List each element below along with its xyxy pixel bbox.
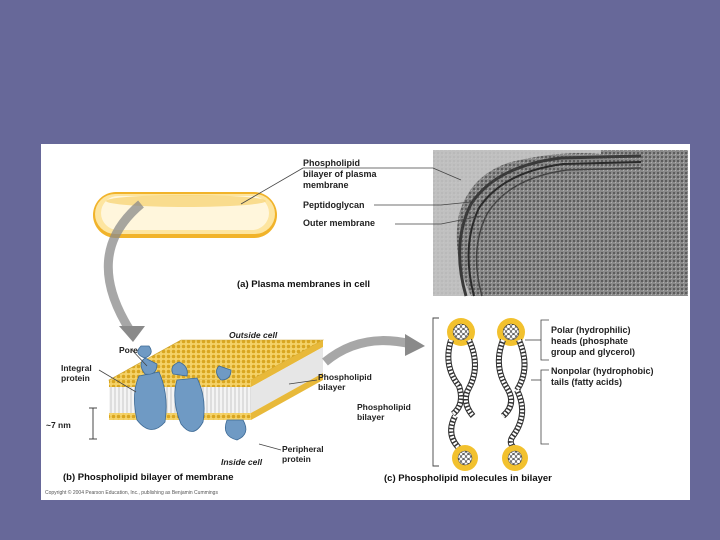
label-peptidoglycan: Peptidoglycan: [303, 200, 365, 210]
thickness-bracket: [89, 407, 97, 440]
label-phospholipid-bilayer-c: Phospholipid bilayer: [357, 402, 413, 422]
leader-lines-c: [525, 319, 549, 445]
caption-b: (b) Phospholipid bilayer of membrane: [63, 472, 234, 483]
proteins: [134, 345, 247, 441]
label-pore: Pore: [119, 345, 138, 355]
leader-lines-a: [240, 167, 482, 225]
label-peripheral-protein: Peripheral protein: [282, 444, 326, 464]
label-phospholipid-bilayer-b: Phospholipid bilayer: [318, 372, 374, 392]
micrograph-image: [433, 150, 688, 297]
label-phospholipid-bilayer-plasma: Phospholipid bilayer of plasma membrane: [303, 158, 379, 190]
label-polar-heads: Polar (hydrophilic) heads (phosphate gro…: [551, 325, 635, 357]
caption-c: (c) Phospholipid molecules in bilayer: [384, 473, 552, 484]
zoom-arrowhead-1: [119, 326, 145, 342]
zoom-arrowhead-2: [405, 334, 425, 356]
caption-a: (a) Plasma membranes in cell: [237, 279, 370, 290]
label-integral-protein: Integral protein: [61, 363, 94, 383]
label-inside-cell: Inside cell: [221, 457, 263, 467]
label-outer-membrane: Outer membrane: [303, 218, 375, 228]
zoom-arrow-2: [322, 336, 413, 366]
copyright-notice: Copyright © 2004 Pearson Education, Inc.…: [45, 489, 218, 496]
label-outside-cell: Outside cell: [229, 330, 278, 340]
label-nonpolar-tails: Nonpolar (hydrophobic) tails (fatty acid…: [551, 366, 656, 387]
membrane-figure: Phospholipid bilayer of plasma membrane …: [41, 144, 690, 500]
phospholipid-molecules: [432, 317, 528, 471]
zoom-arrow-1: [103, 200, 144, 335]
leader-lines-b: [98, 348, 318, 451]
label-thickness: ~7 nm: [46, 420, 71, 430]
